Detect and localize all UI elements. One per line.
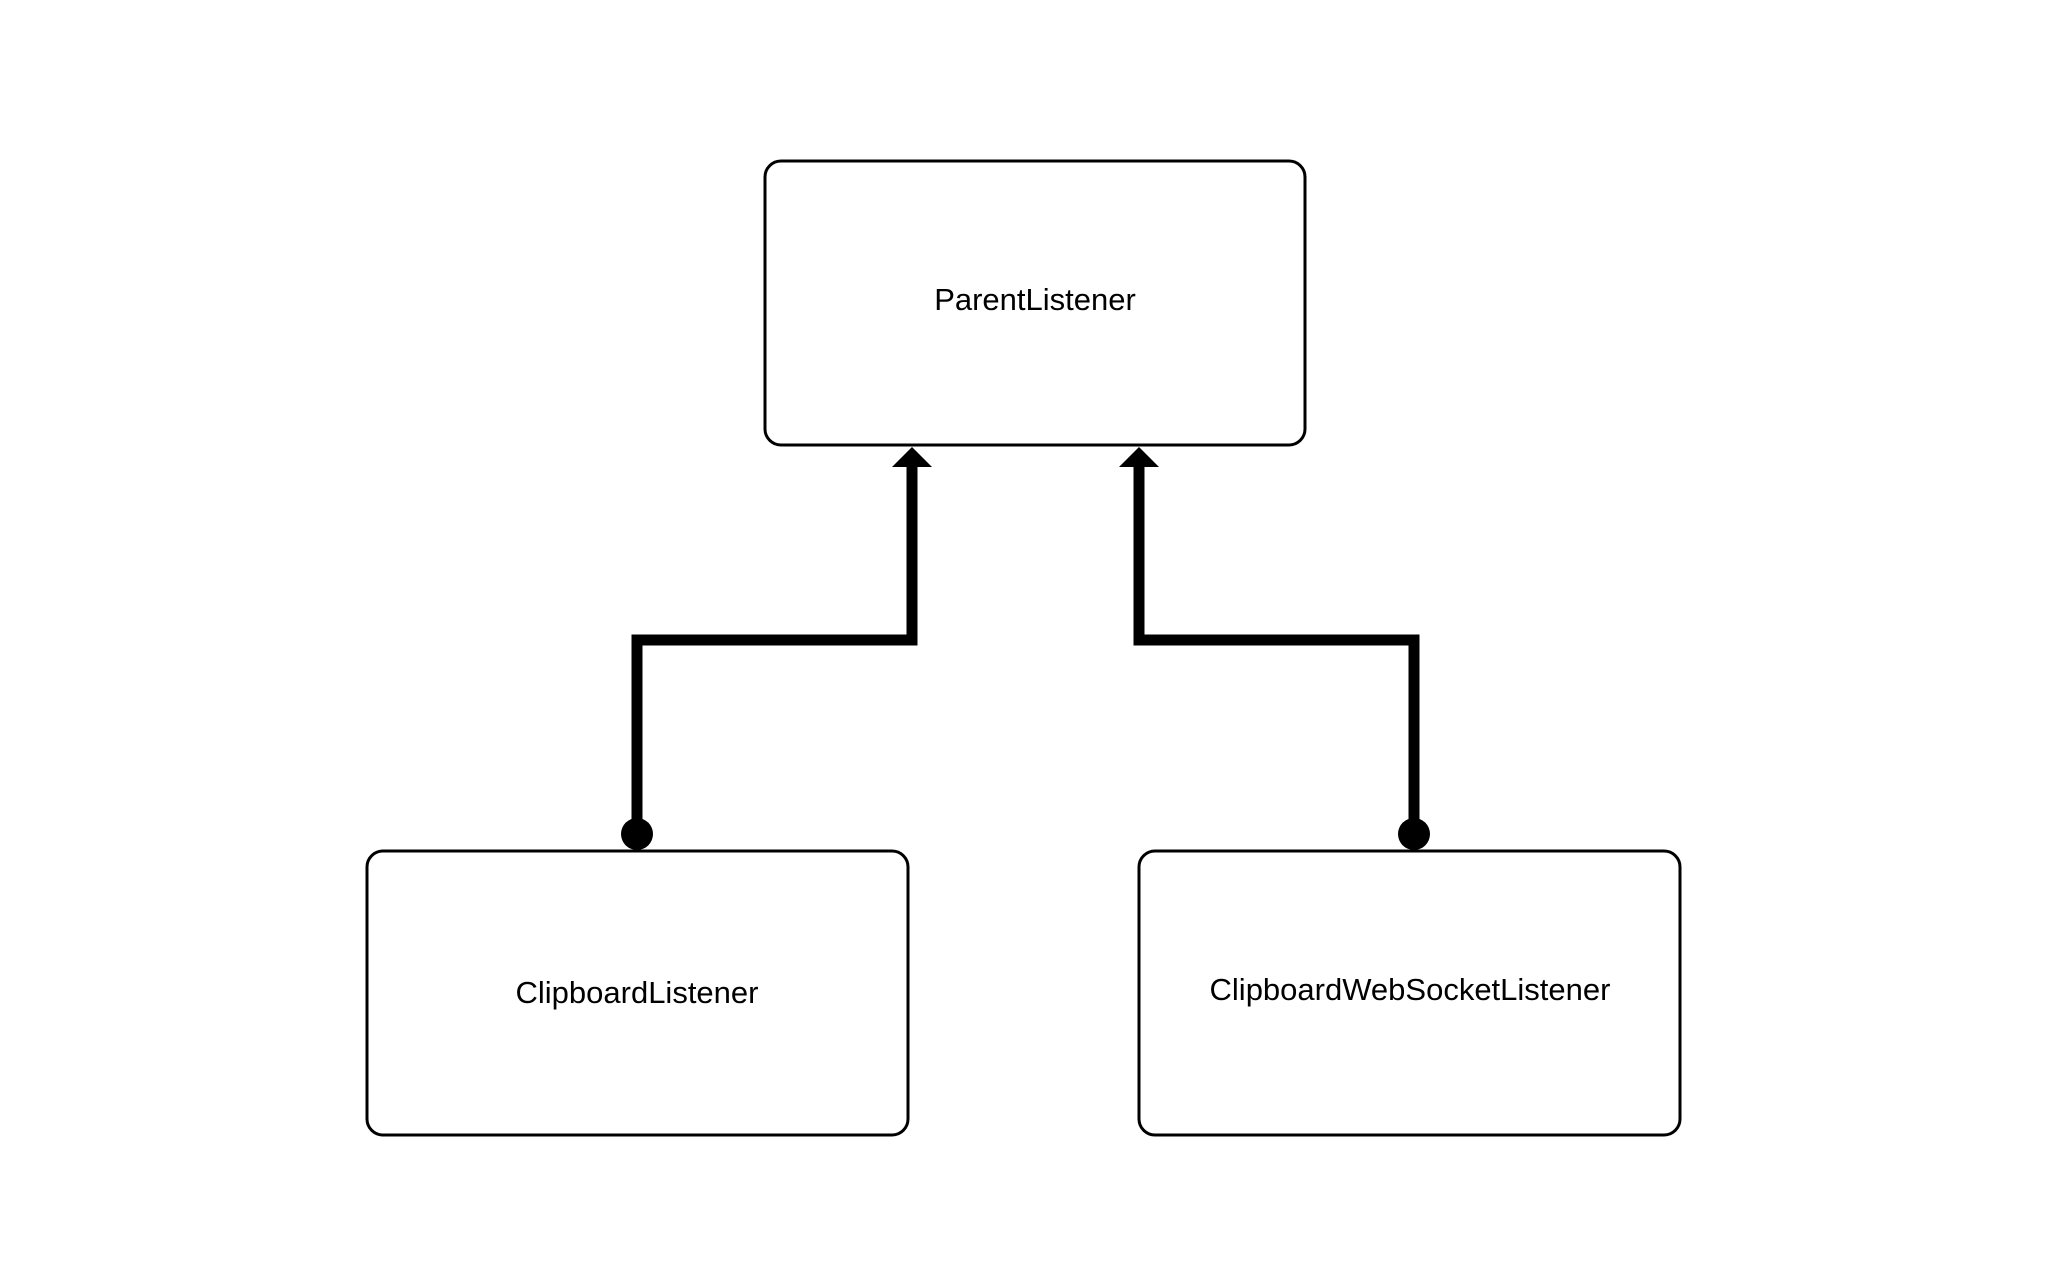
- arrowhead-clipboard: [892, 447, 932, 467]
- node-box-websocket: [1137, 849, 1682, 1137]
- node-parent-listener[interactable]: ParentListener: [763, 159, 1307, 447]
- endpoint-dot-websocket: [1398, 818, 1430, 850]
- connector-line-clipboard: [631, 462, 918, 830]
- endpoint-dot-clipboard: [621, 818, 653, 850]
- node-box-parent: [763, 159, 1307, 447]
- node-label-parent: ParentListener: [934, 282, 1136, 317]
- edge-websocket-to-parent: [1119, 447, 1430, 850]
- node-label-clipboard: ClipboardListener: [516, 975, 759, 1010]
- node-clipboard-listener[interactable]: ClipboardListener: [365, 849, 910, 1137]
- connector-line-websocket: [1133, 462, 1420, 830]
- node-clipboard-websocket-listener[interactable]: ClipboardWebSocketListener: [1137, 849, 1682, 1137]
- node-label-websocket: ClipboardWebSocketListener: [1210, 972, 1611, 1007]
- node-box-clipboard: [365, 849, 910, 1137]
- edge-clipboard-to-parent: [621, 447, 932, 850]
- arrowhead-websocket: [1119, 447, 1159, 467]
